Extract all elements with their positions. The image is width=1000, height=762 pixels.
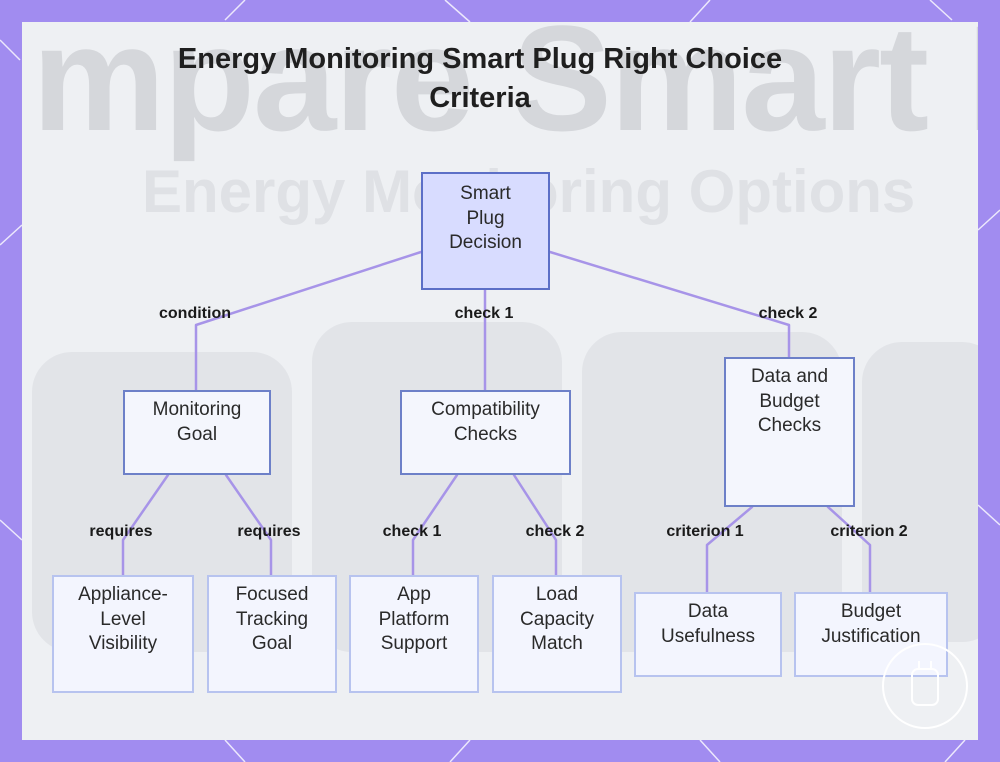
- node-smart-plug-decision: Smart Plug Decision: [421, 172, 550, 290]
- node-label: Load Capacity Match: [520, 584, 594, 654]
- edge-label-check-1: check 1: [454, 305, 514, 322]
- node-label: Appliance-Level Visibility: [78, 584, 168, 654]
- edge-criterion-2: [826, 505, 872, 594]
- edge-label-check-1-app: check 1: [382, 523, 442, 540]
- edge-label-requires-focused: requires: [237, 523, 301, 540]
- node-compatibility-checks: Compatibility Checks: [400, 390, 571, 475]
- edge-check-2-load: [512, 473, 558, 577]
- diagram-title: Energy Monitoring Smart Plug Right Choic…: [177, 43, 783, 114]
- node-label: Data and Budget Checks: [750, 366, 829, 436]
- edge-label-requires-appliance: requires: [89, 523, 153, 540]
- edge-criterion-1: [705, 505, 754, 594]
- edge-requires-appliance: [121, 473, 170, 577]
- edge-label-criterion-1: criterion 1: [666, 523, 744, 540]
- edge-label-check-2-load: check 2: [525, 523, 585, 540]
- node-data-and-budget-checks: Data and Budget Checks: [724, 357, 855, 507]
- edge-check-1-app: [411, 473, 459, 577]
- node-monitoring-goal: Monitoring Goal: [123, 390, 271, 475]
- node-load-capacity-match: Load Capacity Match: [492, 575, 622, 693]
- edge-label-check-2: check 2: [758, 305, 818, 322]
- node-label: Data Usefulness: [661, 601, 755, 647]
- node-focused-tracking-goal: Focused Tracking Goal: [207, 575, 337, 693]
- node-label: Monitoring Goal: [152, 399, 242, 445]
- node-app-platform-support: App Platform Support: [349, 575, 479, 693]
- plug-badge-icon: [882, 643, 968, 729]
- node-data-usefulness: Data Usefulness: [634, 592, 782, 677]
- background-heading: mpare Smart P: [32, 22, 978, 162]
- node-label: Smart Plug Decision: [449, 183, 522, 253]
- edge-condition: [194, 250, 423, 392]
- node-label: Budget Justification: [821, 601, 921, 647]
- edge-label-criterion-2: criterion 2: [830, 523, 908, 540]
- edge-label-condition: condition: [159, 305, 231, 322]
- edge-requires-focused: [224, 473, 273, 577]
- edge-check-2: [548, 250, 791, 359]
- node-label: Compatibility Checks: [431, 399, 540, 445]
- node-label: App Platform Support: [378, 584, 450, 654]
- node-appliance-level-visibility: Appliance-Level Visibility: [52, 575, 194, 693]
- node-label: Focused Tracking Goal: [235, 584, 309, 654]
- plug-icon: [911, 661, 939, 706]
